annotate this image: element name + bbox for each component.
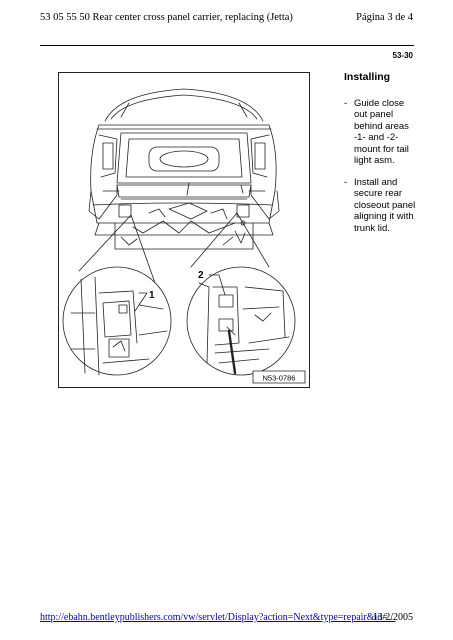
callout-2: 2 bbox=[198, 270, 204, 281]
page-indicator: Página 3 de 4 bbox=[356, 12, 413, 23]
step-bullet: - bbox=[344, 97, 348, 109]
callout-leader-2 bbox=[208, 274, 226, 296]
step-bullet: - bbox=[344, 176, 348, 188]
detail-circle-left bbox=[62, 266, 172, 376]
instructions-heading: Installing bbox=[344, 71, 391, 83]
callout-leader-1 bbox=[134, 292, 148, 312]
section-number: 53-30 bbox=[392, 51, 413, 60]
header-rule bbox=[40, 45, 414, 46]
instructions-panel: Installing - Guide close out panel behin… bbox=[344, 71, 419, 244]
source-url-link[interactable]: http://ebahn.bentleypublishers.com/vw/se… bbox=[40, 612, 396, 623]
figure-code-box bbox=[252, 370, 306, 384]
repair-illustration: 1 2 N53-0786 bbox=[58, 72, 310, 388]
figure-code: N53-0786 bbox=[263, 374, 296, 383]
print-date: 13/2/2005 bbox=[372, 612, 413, 623]
detail-circle-right bbox=[186, 266, 296, 376]
document-title: 53 05 55 50 Rear center cross panel carr… bbox=[40, 12, 293, 23]
car-body-rear-view bbox=[88, 88, 280, 250]
callout-1: 1 bbox=[149, 290, 155, 301]
pointer-lines bbox=[78, 212, 270, 284]
step-text: Install and secure rear closeout panel a… bbox=[354, 176, 416, 234]
step-text: Guide close out panel behind areas -1- a… bbox=[354, 97, 409, 167]
instruction-step: - Guide close out panel behind areas -1-… bbox=[344, 98, 419, 167]
instruction-step: - Install and secure rear closeout panel… bbox=[344, 177, 419, 235]
